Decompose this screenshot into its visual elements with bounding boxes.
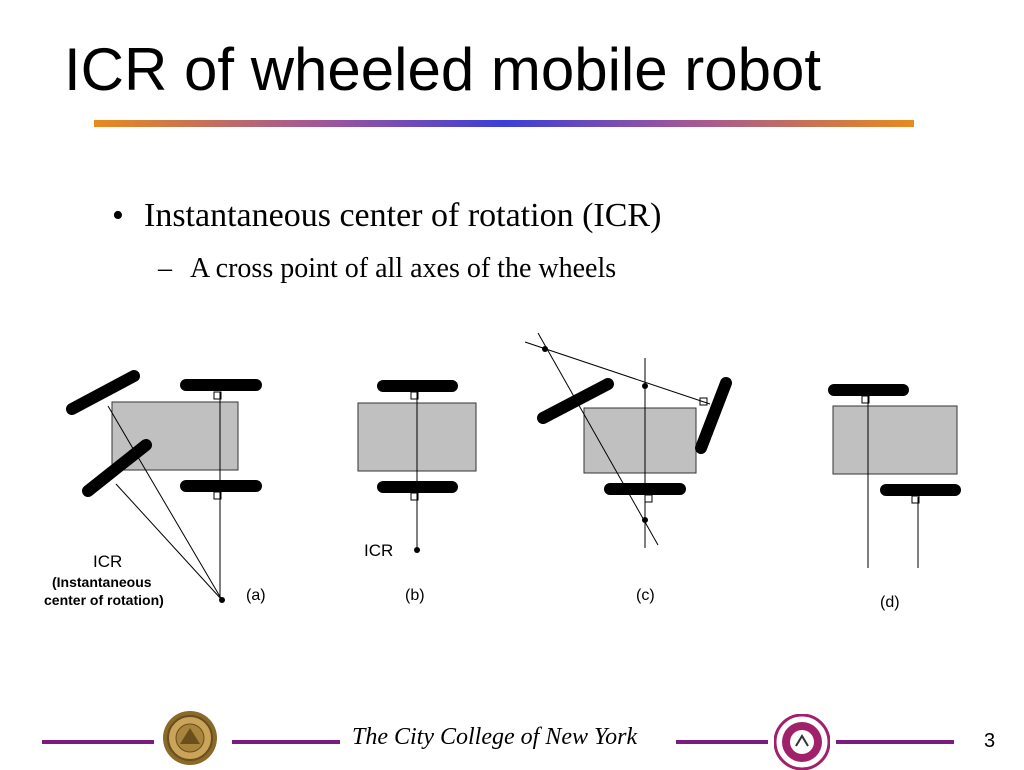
footer-rule [836,740,954,744]
icr-point [414,547,420,553]
intersection-point [642,383,648,389]
bullet-marker: • [112,197,124,234]
ccny-robotics-lab-logo-icon [774,714,830,770]
sub-bullet-item-cross-point: –A cross point of all axes of the wheels [158,253,616,285]
wheel [66,370,140,415]
robot-body [583,407,697,474]
right-angle-mark [699,397,708,406]
right-angle-mark [911,495,920,504]
diagram-c: (c) [524,332,732,604]
icr-point [542,346,548,352]
robot-body [832,405,958,475]
right-angle-mark [410,391,419,400]
sub-bullet-text: A cross point of all axes of the wheels [190,253,617,284]
wheel-axis-line [524,341,711,405]
diagram-a: ICR (Instantaneous center of rotation) (… [44,370,266,608]
icr-description: (Instantaneous [52,574,152,590]
diagram-d: (d) [828,384,961,611]
page-number: 3 [984,730,996,752]
ccny-seal-icon [163,711,217,765]
footer-rule [42,740,154,744]
bullet-text: Instantaneous center of rotation (ICR) [144,197,662,234]
footer-rule [676,740,768,744]
diagram-label: (b) [405,587,425,604]
diagram-label: (d) [880,594,900,611]
icr-label: ICR [93,552,122,571]
diagram-label: (c) [636,587,655,604]
icr-description: center of rotation) [44,592,164,608]
title-underline [94,120,914,127]
wheel [537,378,614,424]
bullet-item-icr: • Instantaneous center of rotation (ICR) [112,197,661,235]
wheel-axis-line [115,483,223,601]
right-angle-mark [644,494,653,503]
icr-label: ICR [364,541,393,560]
bullet-list: •Instantaneous center of rotation (ICR) … [0,0,1024,300]
right-angle-mark [410,492,419,501]
right-angle-mark [861,395,870,404]
diagram-b: ICR (b) [357,380,477,604]
right-angle-mark [213,391,222,400]
slide-title: ICR of wheeled mobile robot [64,36,822,103]
wheel [82,439,152,497]
right-angle-mark [213,491,222,500]
intersection-point [642,517,648,523]
diagram-label: (a) [246,587,266,604]
icr-point [219,597,225,603]
footer-rule [232,740,340,744]
wheel-axis-line [107,405,223,601]
sub-bullet-marker: – [158,253,172,284]
wheel [695,377,732,454]
footer-institution: The City College of New York [352,724,638,750]
wheel-axis-line [537,332,659,546]
